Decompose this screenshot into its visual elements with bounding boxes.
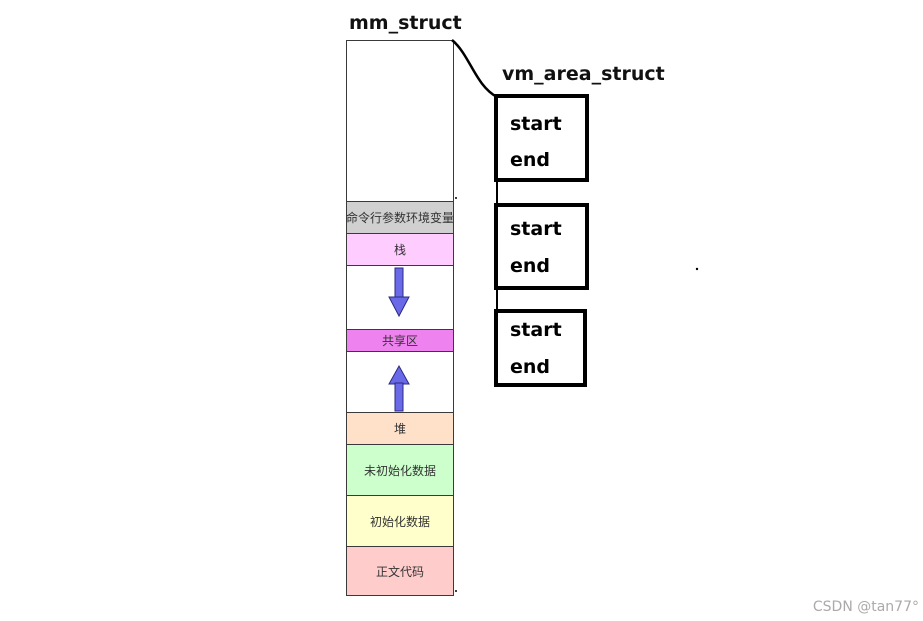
csdn-watermark: CSDN @tan77°: [812, 599, 919, 615]
segment-heap: 堆: [347, 412, 453, 444]
heap-grow-up-arrow: [388, 364, 410, 412]
stray-dot: [455, 590, 457, 592]
stack-grow-down-arrow: [388, 267, 410, 318]
segment-data: 初始化数据: [347, 495, 453, 546]
vma-box-3: start end: [494, 309, 587, 387]
vma-box-1: start end: [494, 94, 589, 182]
vm-area-struct-title: vm_area_struct: [502, 63, 665, 85]
stray-dot: [695, 267, 699, 271]
address-space-column: 命令行参数环境变量 栈 共享区 堆 未初始化数据 初始化数据 正文代码: [346, 40, 454, 596]
vma-start-label: start: [510, 218, 562, 240]
vma-end-label: end: [510, 255, 551, 277]
vma-end-label: end: [510, 356, 551, 378]
segment-env-args: 命令行参数环境变量: [347, 201, 453, 233]
vma-box-2: start end: [494, 203, 589, 290]
segment-text: 正文代码: [347, 546, 453, 595]
mm-to-vma-connector: [451, 39, 498, 99]
segment-shared: 共享区: [347, 329, 453, 352]
segment-bss: 未初始化数据: [347, 444, 453, 495]
mm-struct-title: mm_struct: [349, 12, 462, 34]
stray-dot: [455, 197, 457, 199]
vma-start-label: start: [510, 319, 562, 341]
vma-end-label: end: [510, 149, 551, 171]
vma-start-label: start: [510, 113, 562, 135]
segment-stack: 栈: [347, 233, 453, 265]
